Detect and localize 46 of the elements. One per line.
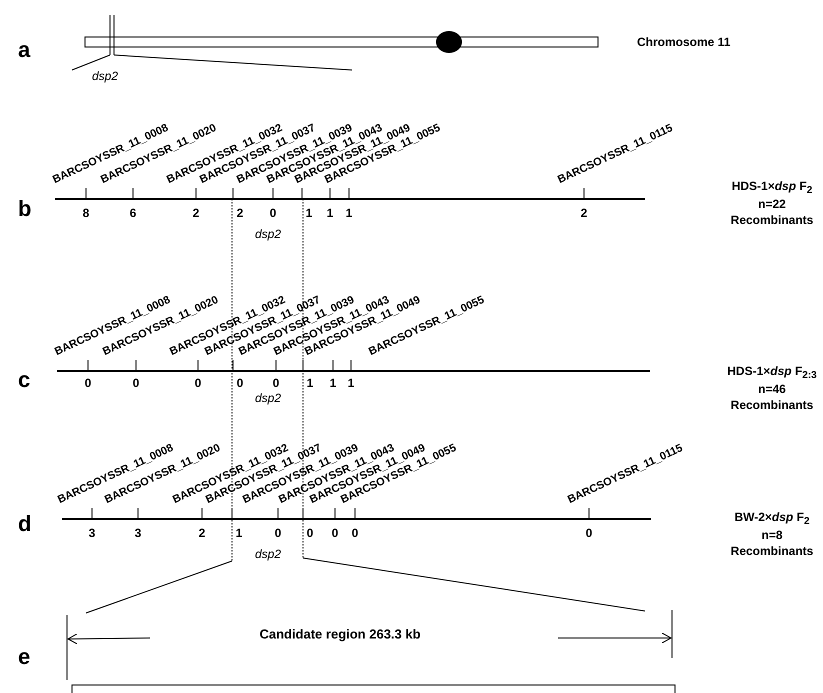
panel-letter: b — [18, 198, 32, 220]
recombinant-count: 1 — [346, 207, 352, 219]
recombinant-count: 3 — [88, 527, 96, 539]
panel-letter: c — [18, 369, 30, 391]
population-label: BW-2×dsp F$_{2}$ — [734, 510, 810, 528]
recombinant-count: 3 — [134, 527, 142, 539]
panel-letter: e — [18, 646, 30, 668]
gene-label: dsp2 — [254, 228, 282, 240]
recombinant-count: 0 — [84, 377, 92, 389]
population-label: Recombinants — [730, 214, 814, 226]
gene-label: dsp2 — [254, 548, 282, 560]
recombinant-count: 0 — [272, 377, 280, 389]
recombinant-count: 1 — [236, 527, 242, 539]
region-label: Candidate region 263.3 kb — [259, 628, 421, 640]
recombinant-count: 2 — [580, 207, 588, 219]
recombinant-count: 0 — [586, 527, 592, 539]
chromosome-label: Chromosome 11 — [637, 36, 730, 48]
population-label: n=22 — [758, 198, 786, 210]
population-label: Recombinants — [730, 399, 814, 411]
recombinant-count: 0 — [236, 377, 244, 389]
recombinant-count: 8 — [82, 207, 90, 219]
recombinant-count: 1 — [348, 377, 354, 389]
recombinant-count: 1 — [306, 377, 314, 389]
recombinant-count: 0 — [352, 527, 358, 539]
population-label: Recombinants — [730, 545, 814, 557]
recombinant-count: 0 — [270, 207, 276, 219]
recombinant-count: 2 — [192, 207, 200, 219]
recombinant-count: 1 — [330, 377, 336, 389]
population-label: n=8 — [762, 529, 782, 541]
panel-letter: a — [18, 39, 30, 61]
population-label: n=46 — [758, 383, 786, 395]
recombinant-count: 1 — [306, 207, 312, 219]
recombinant-count: 1 — [326, 207, 334, 219]
recombinant-count: 2 — [198, 527, 206, 539]
recombinant-count: 2 — [236, 207, 244, 219]
population-label: HDS-1×dsp F$_{2}$ — [732, 180, 812, 196]
recombinant-count: 0 — [194, 377, 202, 389]
recombinant-count: 0 — [306, 527, 314, 539]
recombinant-count: 0 — [274, 527, 282, 539]
gene-label: dsp2 — [92, 70, 118, 82]
panel-letter: d — [18, 513, 32, 535]
recombinant-count: 0 — [132, 377, 140, 389]
gene-label: dsp2 — [254, 392, 282, 404]
population-label: HDS-1×dsp F$_{2:3}$ — [727, 364, 817, 382]
recombinant-count: 0 — [332, 527, 338, 539]
recombinant-count: 6 — [130, 207, 136, 219]
